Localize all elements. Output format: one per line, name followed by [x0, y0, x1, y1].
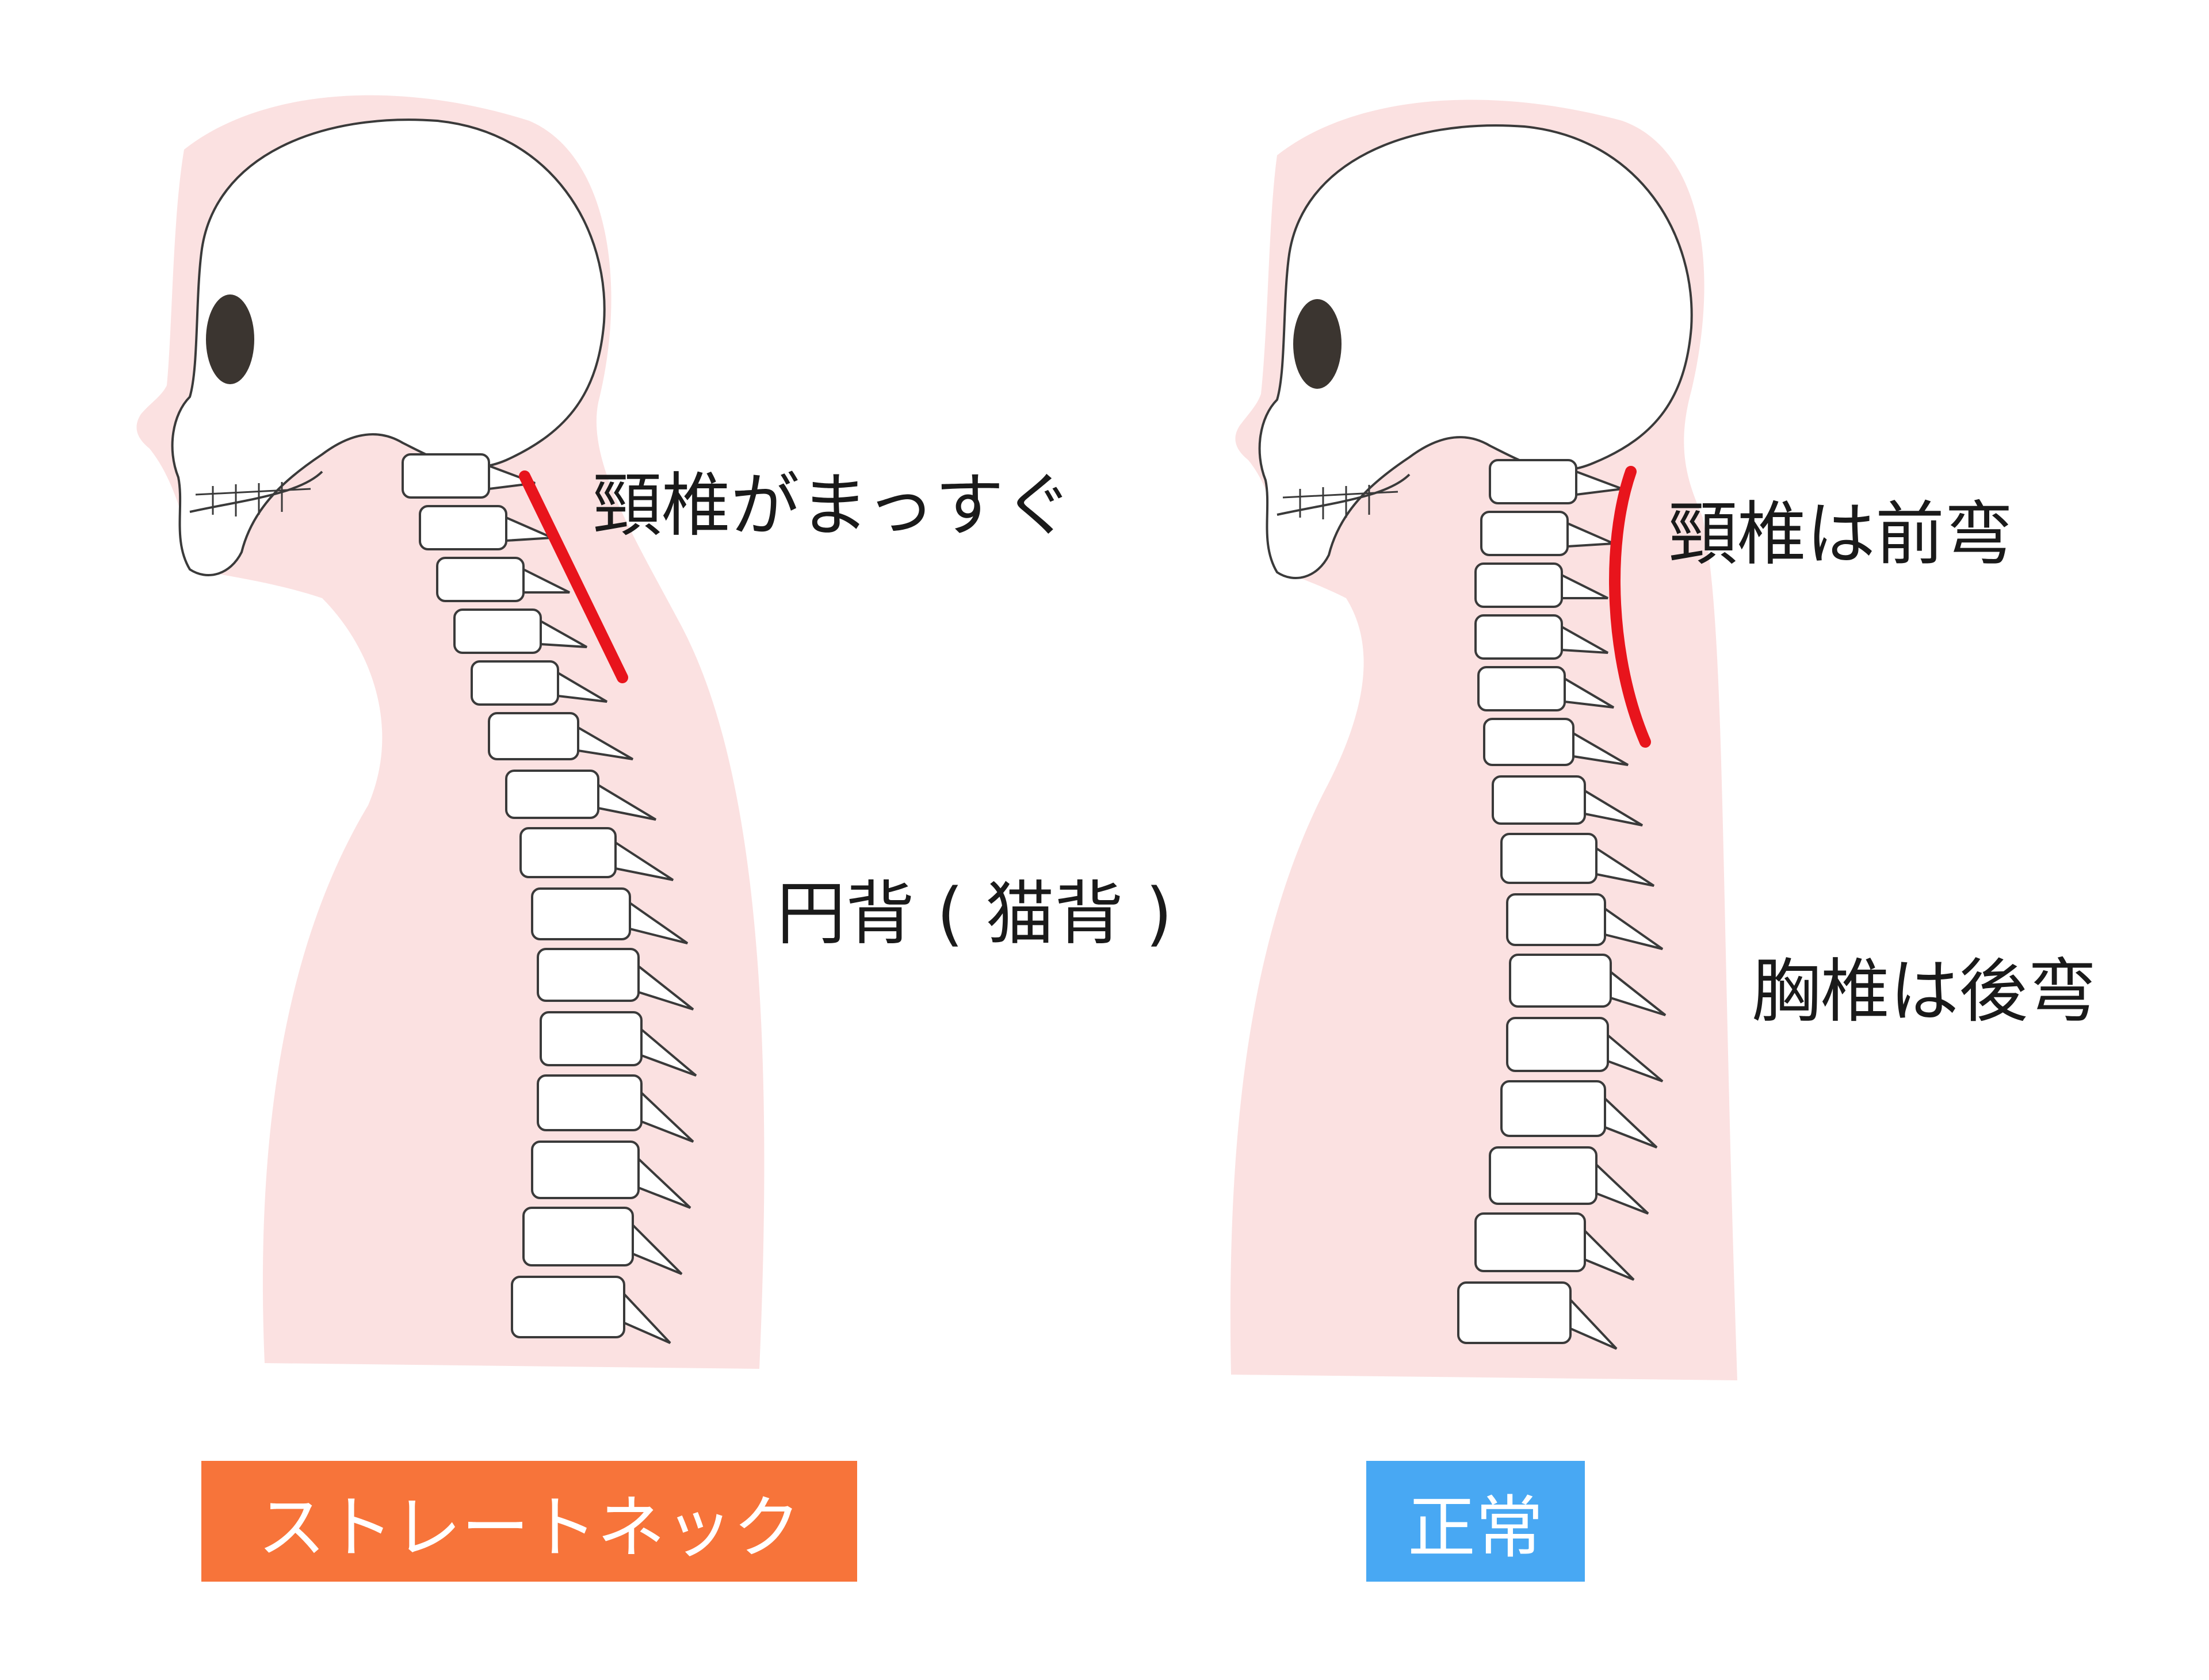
eye-socket — [1293, 299, 1342, 389]
jaw-line — [1277, 473, 1411, 516]
spinous-processes — [488, 464, 697, 1344]
normal-panel: 頸椎は前弯 胸椎は後弯 正常 — [1104, 0, 2209, 1680]
spinous-processes — [1561, 470, 1667, 1350]
annotation-cervical-straight: 頸椎がまっすぐ — [593, 466, 1073, 546]
straight-neck-label: ストレートネック — [201, 1461, 857, 1582]
cervical-highlight-line — [519, 470, 628, 683]
spine-vertebrae — [402, 453, 643, 1338]
annotation-round-back: 円背 ( 猫背 ) — [777, 874, 1173, 954]
straight-neck-panel: 頸椎がまっすぐ 円背 ( 猫背 ) ストレートネック — [0, 0, 1172, 1680]
annotation-thoracic-kyphosis: 胸椎は後弯 — [1752, 952, 2097, 1032]
teeth — [1282, 485, 1398, 519]
skull — [171, 118, 606, 576]
eye-socket — [206, 294, 254, 384]
cervical-highlight-curve — [1609, 466, 1651, 748]
skull — [1258, 124, 1693, 579]
normal-figure — [1230, 100, 1737, 1380]
normal-label: 正常 — [1366, 1461, 1585, 1582]
spine-vertebrae — [1457, 459, 1612, 1344]
teeth — [195, 482, 311, 516]
straight-neck-figure — [136, 95, 765, 1369]
jaw-line — [189, 470, 323, 513]
annotation-cervical-lordosis: 頸椎は前弯 — [1668, 495, 2013, 575]
